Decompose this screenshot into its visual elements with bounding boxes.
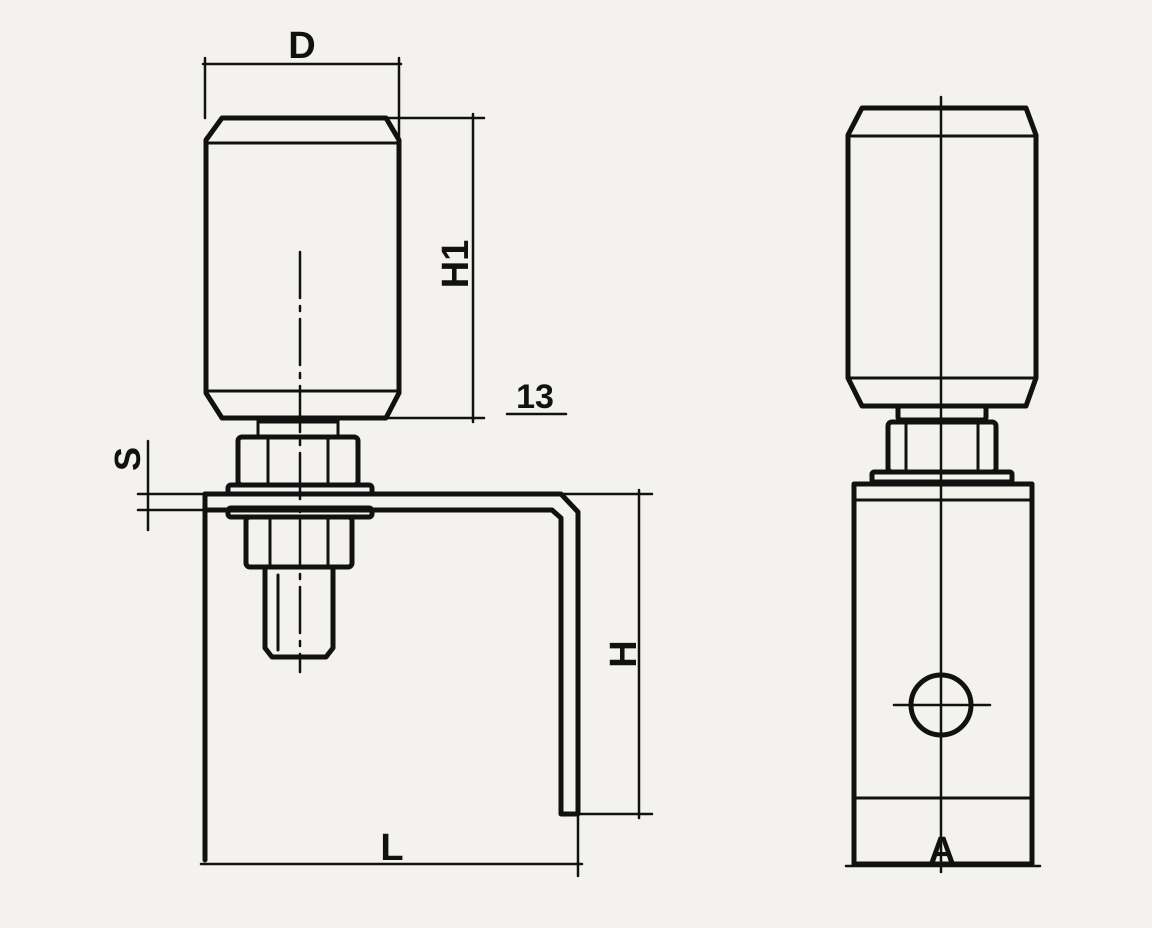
dimension-d: D: [201, 25, 403, 142]
label-h1: H1: [435, 240, 477, 289]
roller-wheel: [203, 115, 402, 421]
front-bracket-plate: [851, 481, 1035, 867]
threaded-shaft: [262, 564, 336, 660]
top-nut: [235, 420, 361, 488]
bottom-nut: [243, 514, 355, 570]
dimension-h: H: [559, 488, 654, 820]
label-l: L: [380, 827, 403, 869]
front-view: A: [844, 95, 1042, 874]
label-h: H: [603, 640, 645, 667]
callout-number: 13: [516, 378, 554, 416]
label-d: D: [288, 25, 315, 67]
dimension-h1: H1: [386, 112, 486, 424]
label-a: A: [928, 830, 955, 872]
l-bracket: [202, 491, 581, 817]
callout-13: 13: [505, 378, 568, 416]
side-view: D H1 13 S H: [107, 25, 654, 878]
label-s: S: [107, 447, 148, 471]
dimension-s: S: [107, 439, 207, 532]
dimension-a: A: [844, 830, 1042, 872]
dimension-l: L: [199, 812, 584, 878]
